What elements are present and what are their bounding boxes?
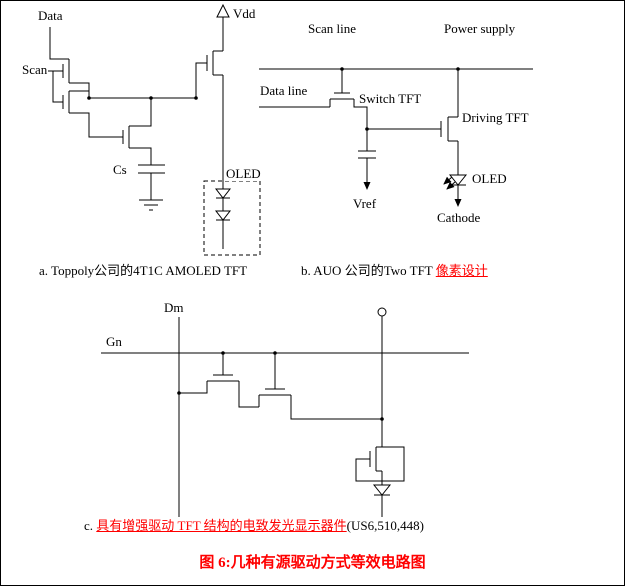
oled-symbol <box>443 174 468 190</box>
oled-diode-stack-symbol <box>214 188 232 249</box>
oled-diode-symbol <box>372 481 392 517</box>
caption-a-text: a. Toppoly公司的4T1C AMOLED TFT <box>39 263 248 278</box>
vdd-symbol <box>216 3 230 51</box>
tft-c2-symbol <box>258 353 382 420</box>
tft-c3-diode-connected-symbol <box>355 446 405 482</box>
data-wire <box>49 27 69 60</box>
label-power-supply: Power supply <box>443 21 517 37</box>
label-gn: Gn <box>105 334 123 350</box>
caption-c: c. 具有增强驱动 TFT 结构的电致发光显示器件(US6,510,448) <box>84 518 424 534</box>
circuit-c <box>101 307 469 517</box>
tft-t4-driving-symbol <box>195 50 223 98</box>
tft-t2-symbol <box>52 71 123 138</box>
label-cs: Cs <box>112 162 128 178</box>
junction-dots <box>340 67 460 131</box>
label-data: Data <box>37 8 64 24</box>
label-oled-b: OLED <box>471 171 508 187</box>
junction-dots <box>87 96 198 100</box>
driving-tft-symbol <box>440 116 458 142</box>
caption-b: b. AUO 公司的Two TFT 像素设计 <box>301 263 488 279</box>
label-vref: Vref <box>352 196 378 212</box>
label-oled-a: OLED <box>225 166 262 182</box>
storage-capacitor-symbol <box>138 164 165 200</box>
circuit-b <box>259 67 533 207</box>
caption-a: a. Toppoly公司的4T1C AMOLED TFT <box>39 263 247 279</box>
label-scan: Scan <box>21 62 49 78</box>
label-dm: Dm <box>163 300 185 316</box>
caption-c-suffix: (US6,510,448) <box>346 518 424 533</box>
circuit-a <box>45 3 261 256</box>
caption-c-prefix: c. <box>84 518 97 533</box>
caption-b-prefix: b. AUO 公司的Two TFT <box>301 263 436 278</box>
switch-tft-symbol <box>329 69 368 151</box>
ground-symbol <box>139 199 163 211</box>
caption-b-highlight: 像素设计 <box>435 263 488 278</box>
caption-c-highlight: 具有增强驱动 TFT 结构的电致发光显示器件 <box>96 518 347 533</box>
oled-dashed-box <box>203 180 261 256</box>
tft-c1-symbol <box>179 353 259 408</box>
label-data-line: Data line <box>259 83 309 99</box>
label-vdd: Vdd <box>232 6 257 22</box>
label-driving-tft: Driving TFT <box>461 110 530 126</box>
junction-dots <box>177 351 384 421</box>
label-scan-line: Scan line <box>307 21 358 37</box>
tft-t1-symbol <box>45 59 90 98</box>
terminal-circle <box>377 307 387 317</box>
label-cathode: Cathode <box>436 210 482 226</box>
storage-capacitor-symbol <box>358 150 376 159</box>
label-switch-tft: Switch TFT <box>358 91 423 107</box>
tft-t3-symbol <box>122 98 152 165</box>
figure-caption: 图 6:几种有源驱动方式等效电路图 <box>199 555 426 571</box>
